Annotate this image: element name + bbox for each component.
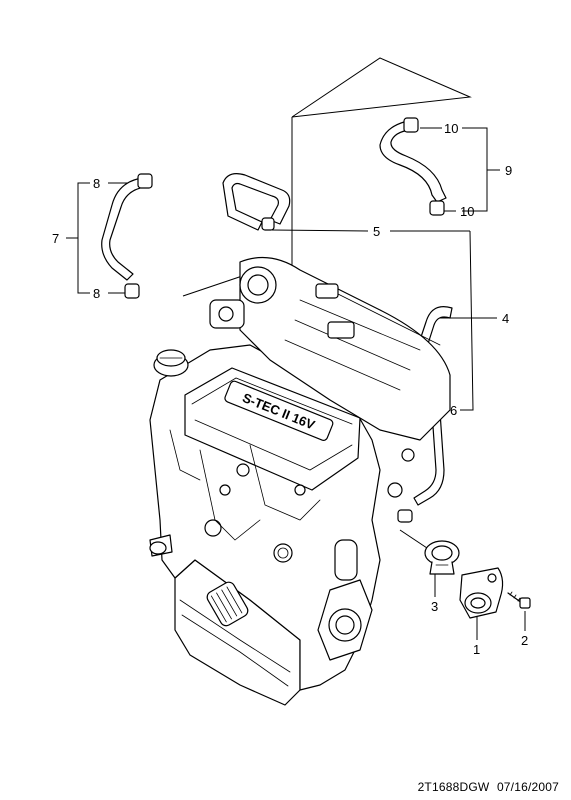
callout-3: 3 [431, 599, 438, 614]
callout-6: 6 [450, 403, 457, 418]
callout-10-upper: 10 [444, 121, 458, 136]
hose-7 [101, 173, 153, 299]
callout-10-lower: 10 [460, 204, 474, 219]
hose-9 [379, 117, 447, 216]
bolt-part-2 [507, 591, 531, 609]
callout-2: 2 [521, 633, 528, 648]
thermostat-housing-part-1 [459, 567, 504, 619]
callout-4: 4 [502, 311, 509, 326]
callout-8-upper: 8 [93, 176, 100, 191]
engine-assembly: S-TEC II 16V [149, 256, 451, 706]
callout-1: 1 [473, 642, 480, 657]
hose-5 [222, 173, 291, 231]
thermostat-part-3 [424, 540, 460, 575]
callout-9: 9 [505, 163, 512, 178]
callouts: 7 8 8 10 10 9 5 4 6 3 1 2 [52, 121, 528, 657]
callout-8-lower: 8 [93, 286, 100, 301]
drawing-date: 07/16/2007 [496, 780, 559, 794]
callout-5: 5 [373, 224, 380, 239]
drawing-reference: 2T1688DGW 07/16/2007 [418, 780, 559, 794]
drawing-code: 2T1688DGW [417, 780, 490, 794]
callout-7: 7 [52, 231, 59, 246]
